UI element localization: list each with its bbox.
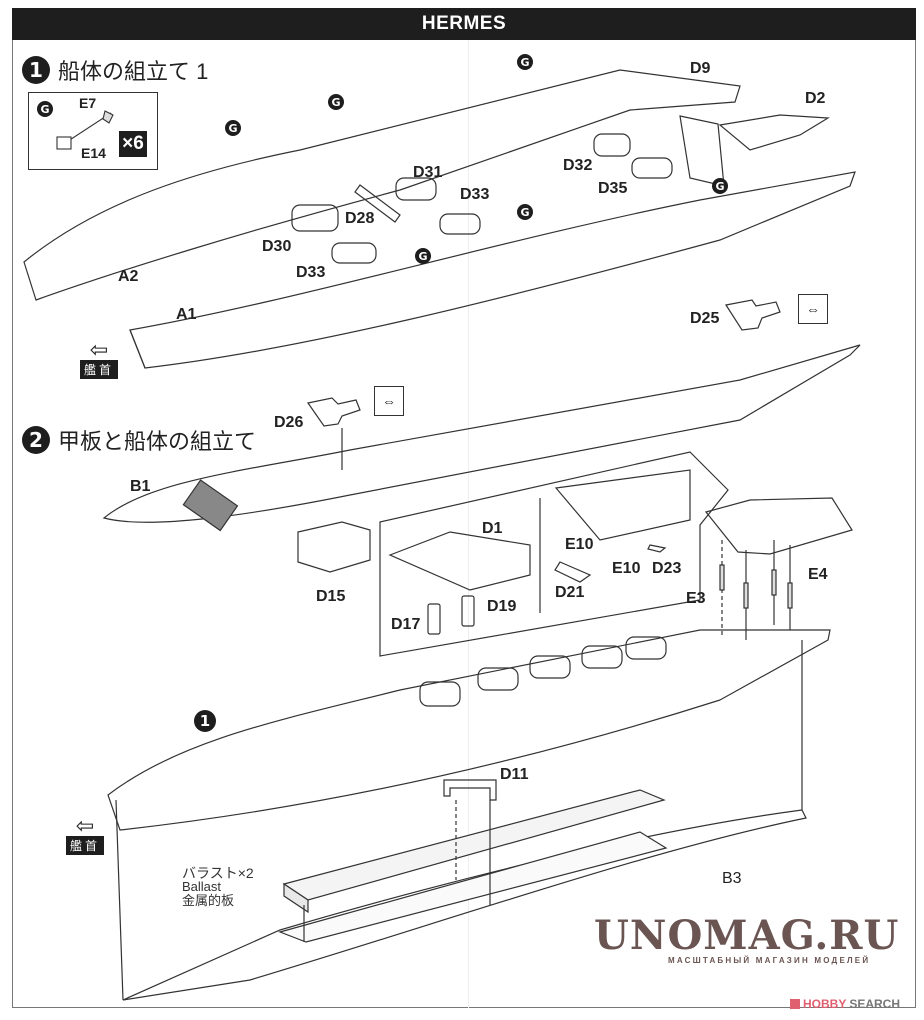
part-label-d33-b: D33	[296, 264, 326, 281]
part-e4-b	[787, 582, 793, 609]
quantity-badge: ×6	[119, 131, 147, 157]
hull-b3	[122, 809, 807, 1001]
part-label-d15: D15	[316, 588, 346, 605]
part-label-d30: D30	[262, 238, 292, 255]
step-2-title: 甲板と船体の組立て	[58, 429, 257, 454]
g-marker-icon: G	[415, 248, 431, 264]
part-label-d21: D21	[555, 584, 585, 601]
part-d32	[593, 133, 631, 157]
part-label-d26: D26	[274, 414, 304, 431]
island-assembly	[704, 497, 853, 555]
part-label-e14: E14	[81, 145, 106, 161]
part-d31	[395, 177, 437, 201]
part-d30	[291, 204, 339, 232]
part-e3	[719, 564, 725, 591]
part-d33-b	[331, 242, 377, 264]
part-d26	[306, 397, 361, 427]
part-label-d33: D33	[460, 186, 490, 203]
part-label-d31: D31	[413, 164, 443, 181]
ballast-label-cn: 金属的板	[182, 893, 235, 908]
flip-arrow-icon: ⇔	[374, 386, 404, 416]
g-marker-icon: G	[225, 120, 241, 136]
subassembly-g-inset: G E7 E14 ×6	[28, 92, 158, 170]
hull-a1	[129, 171, 856, 369]
flip-arrow-icon: ⇔	[798, 294, 828, 324]
ballast-note: バラスト×2 Ballast 金属的板	[182, 866, 254, 908]
ballast-label-en: Ballast	[182, 879, 222, 894]
part-d28	[354, 184, 401, 223]
part-label-d23: D23	[652, 560, 682, 577]
part-label-e7: E7	[79, 95, 97, 111]
hobby-search-credit: HOBBY SEARCH	[790, 997, 900, 1011]
part-d2	[718, 114, 830, 151]
bow-label: 艦首	[80, 360, 119, 379]
g-marker-icon: G	[37, 101, 53, 117]
part-label-e4: E4	[808, 566, 828, 583]
ballast-label-jp: バラスト×2	[182, 865, 254, 881]
part-label-b1: B1	[130, 478, 151, 495]
g-marker-icon: G	[517, 54, 533, 70]
part-d23	[647, 544, 667, 553]
part-e4	[771, 569, 777, 596]
watermark-title: UNOMAG.RU	[594, 912, 900, 959]
part-label-d9: D9	[690, 60, 711, 77]
page-title: HERMES	[12, 8, 916, 40]
step-1-header: 1 船体の組立て 1	[22, 54, 208, 86]
part-label-d17: D17	[391, 616, 421, 633]
part-e3-b	[743, 582, 749, 609]
part-d33	[439, 213, 481, 235]
step-1-reference-badge: 1	[194, 710, 216, 732]
credit-part2: SEARCH	[849, 997, 901, 1011]
step-1-number: 1	[22, 56, 50, 84]
hobby-search-logo-icon	[790, 999, 800, 1009]
part-d25	[725, 299, 781, 331]
credit-part1: HOBBY	[803, 997, 847, 1011]
e7-e14-drawing	[56, 110, 114, 150]
part-label-e3: E3	[686, 590, 706, 607]
part-d17	[427, 603, 441, 635]
part-d19	[461, 595, 475, 627]
part-label-d25: D25	[690, 310, 720, 327]
part-label-d11: D11	[500, 766, 529, 783]
part-label-d1: D1	[482, 520, 503, 537]
arrow-left-icon: ⇦	[89, 337, 109, 362]
part-label-d32: D32	[563, 157, 593, 174]
g-marker-icon: G	[328, 94, 344, 110]
part-d21	[554, 561, 592, 583]
deck-b1	[102, 344, 861, 523]
catapult-grid	[182, 479, 239, 532]
part-d11	[443, 779, 497, 801]
part-label-a1: A1	[176, 306, 197, 323]
step-1-title: 船体の組立て 1	[58, 59, 209, 84]
fold-line	[468, 40, 469, 1008]
part-label-e10: E10	[565, 536, 594, 553]
part-label-d19: D19	[487, 598, 517, 615]
part-label-b3: B3	[722, 870, 742, 887]
part-d9	[679, 115, 725, 187]
hull-a2	[23, 69, 741, 301]
part-d35	[631, 157, 673, 179]
detail-inset-frame	[379, 451, 729, 657]
g-marker-icon: G	[517, 204, 533, 220]
step-2-header: 2 甲板と船体の組立て	[22, 424, 256, 456]
step-2-number: 2	[22, 426, 50, 454]
bow-direction-indicator: ⇦ 艦首	[80, 337, 119, 379]
part-d1	[388, 531, 531, 591]
part-d15	[297, 521, 371, 573]
bow-label: 艦首	[66, 836, 105, 855]
bow-direction-indicator: ⇦ 艦首	[66, 813, 105, 855]
part-label-d28: D28	[345, 210, 375, 227]
arrow-left-icon: ⇦	[75, 813, 95, 838]
part-label-d35: D35	[598, 180, 628, 197]
part-label-e10-b: E10	[612, 560, 641, 577]
part-label-a2: A2	[118, 268, 139, 285]
watermark-subtitle: МАСШТАБНЫЙ МАГАЗИН МОДЕЛЕЙ	[668, 956, 871, 965]
part-label-d2: D2	[805, 90, 826, 107]
assembled-hull	[107, 629, 831, 831]
g-marker-icon: G	[712, 178, 728, 194]
